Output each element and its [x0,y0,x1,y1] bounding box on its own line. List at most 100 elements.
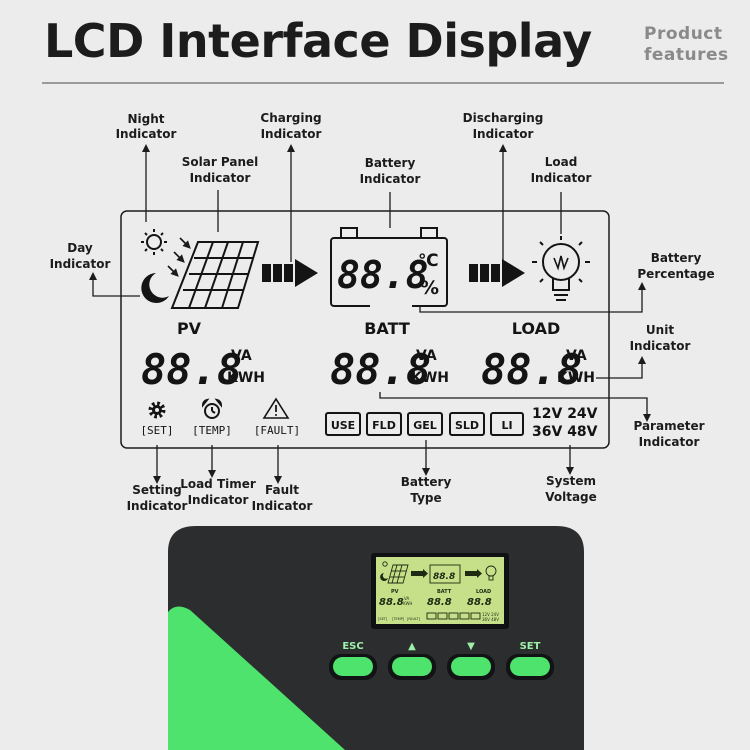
page-title: LCD Interface Display [44,14,592,68]
down-arrow-icon: ▼ [467,641,475,652]
mini-pv-value: 88.8 [379,597,404,608]
callout-unit-indicator: Unit Indicator [630,323,691,353]
features-line-1: Product [644,24,723,44]
svg-text:Battery: Battery [651,251,702,265]
pv-label: PV [177,319,202,338]
esc-button[interactable] [329,654,377,680]
up-button[interactable] [388,654,436,680]
svg-text:FLD: FLD [372,419,396,432]
fault-label: [FAULT] [254,424,300,437]
voltage-row-2: 36V 48V [532,424,598,440]
svg-text:Indicator: Indicator [252,499,313,513]
svg-text:Fault: Fault [265,483,299,497]
svg-text:Discharging: Discharging [463,111,544,125]
svg-text:System: System [546,474,596,488]
batt-label: BATT [364,319,410,338]
svg-text:Charging: Charging [260,111,321,125]
svg-text:Voltage: Voltage [545,490,597,504]
callout-battery-type: Battery Type [401,475,452,505]
mini-unit-va: VA [404,596,409,601]
battery-type-fld: FLD [366,412,402,436]
device-green-panel [168,606,345,750]
sunray-arrows-icon [167,237,191,277]
solar-panel-icon [170,241,260,309]
voltage-row-1: 12V 24V [532,406,598,422]
percent-symbol: % [420,277,439,299]
light-bulb-icon [532,236,590,301]
svg-text:SLD: SLD [455,419,479,432]
svg-text:Load Timer: Load Timer [180,477,256,491]
battery-type-sld: SLD [449,412,485,436]
callout-solar-panel-indicator: Solar Panel Indicator [182,155,259,185]
lcd-frame [120,210,610,449]
svg-text:Indicator: Indicator [360,172,421,186]
svg-text:Indicator: Indicator [116,127,177,141]
callout-load-timer-indicator: Load Timer Indicator [180,477,256,507]
battery-readout: 88.8 [337,253,429,297]
svg-text:Indicator: Indicator [50,257,111,271]
svg-text:Indicator: Indicator [127,499,188,513]
load-label: LOAD [512,319,560,338]
mini-lcd-content [380,561,497,620]
title-divider [42,82,724,84]
pv-value: 88.8 [141,345,242,394]
mini-pv-label: PV [391,589,399,595]
svg-text:Battery: Battery [365,156,416,170]
set-button-label: SET [520,641,541,652]
mini-temp-label: [TEMP] [392,617,405,621]
mini-set-label: [SET] [378,617,388,621]
charging-arrow-icon [262,259,318,287]
battery-type-li: LI [490,412,524,436]
mini-voltage-row-2: 36V 48V [482,617,499,622]
callout-day-indicator: Day Indicator [50,241,111,271]
callout-charging-indicator: Charging Indicator [260,111,321,141]
svg-text:Percentage: Percentage [637,267,714,281]
mini-fault-label: [FAULT] [407,617,421,621]
pv-unit-kwh: KWH [227,370,265,386]
battery-terminal-gap [370,303,412,309]
discharging-arrow-icon [469,259,525,287]
mini-batt-label: BATT [437,589,452,595]
svg-text:Day: Day [67,241,93,255]
mini-load-value: 88.8 [467,597,492,608]
load-unit-kwh: KWH [557,370,595,386]
svg-text:Indicator: Indicator [531,171,592,185]
svg-text:GEL: GEL [413,419,437,432]
batt-unit-va: VA [416,348,437,364]
svg-text:Solar Panel: Solar Panel [182,155,259,169]
set-button[interactable] [506,654,554,680]
load-unit-va: VA [566,348,587,364]
svg-text:Indicator: Indicator [630,339,691,353]
battery-type-gel: GEL [407,412,443,436]
moon-icon [141,273,169,303]
mini-load-label: LOAD [476,589,491,595]
mini-voltage-row-1: 12V 24V [482,612,499,617]
up-arrow-icon: ▲ [408,641,416,652]
set-label: [SET] [140,424,173,437]
callout-parameter-indicator: Parameter Indicator [633,419,704,449]
load-value: 88.8 [481,345,582,394]
svg-text:Indicator: Indicator [190,171,251,185]
alarm-clock-icon [202,398,222,419]
callout-battery-percentage: Battery Percentage [637,251,714,281]
temp-label: [TEMP] [192,424,232,437]
features-line-2: features [644,45,729,65]
sun-icon [141,229,167,255]
svg-text:Night: Night [127,112,164,126]
down-button[interactable] [447,654,495,680]
callout-load-indicator: Load Indicator [531,155,592,185]
batt-value: 88.8 [330,345,431,394]
svg-text:Indicator: Indicator [639,435,700,449]
svg-text:Unit: Unit [646,323,674,337]
controller-device: 88.8 PV BATT LOAD 88.8 88.8 88.8 VA KWH … [168,526,584,750]
svg-text:Type: Type [410,491,441,505]
mini-batt-value: 88.8 [427,597,452,608]
callout-night-indicator: Night Indicator [116,112,177,141]
mini-battery-readout: 88.8 [433,572,455,582]
svg-text:Battery: Battery [401,475,452,489]
esc-button-label: ESC [342,641,363,652]
batt-unit-kwh: KWH [411,370,449,386]
callout-system-voltage: System Voltage [545,474,597,504]
svg-text:Indicator: Indicator [473,127,534,141]
